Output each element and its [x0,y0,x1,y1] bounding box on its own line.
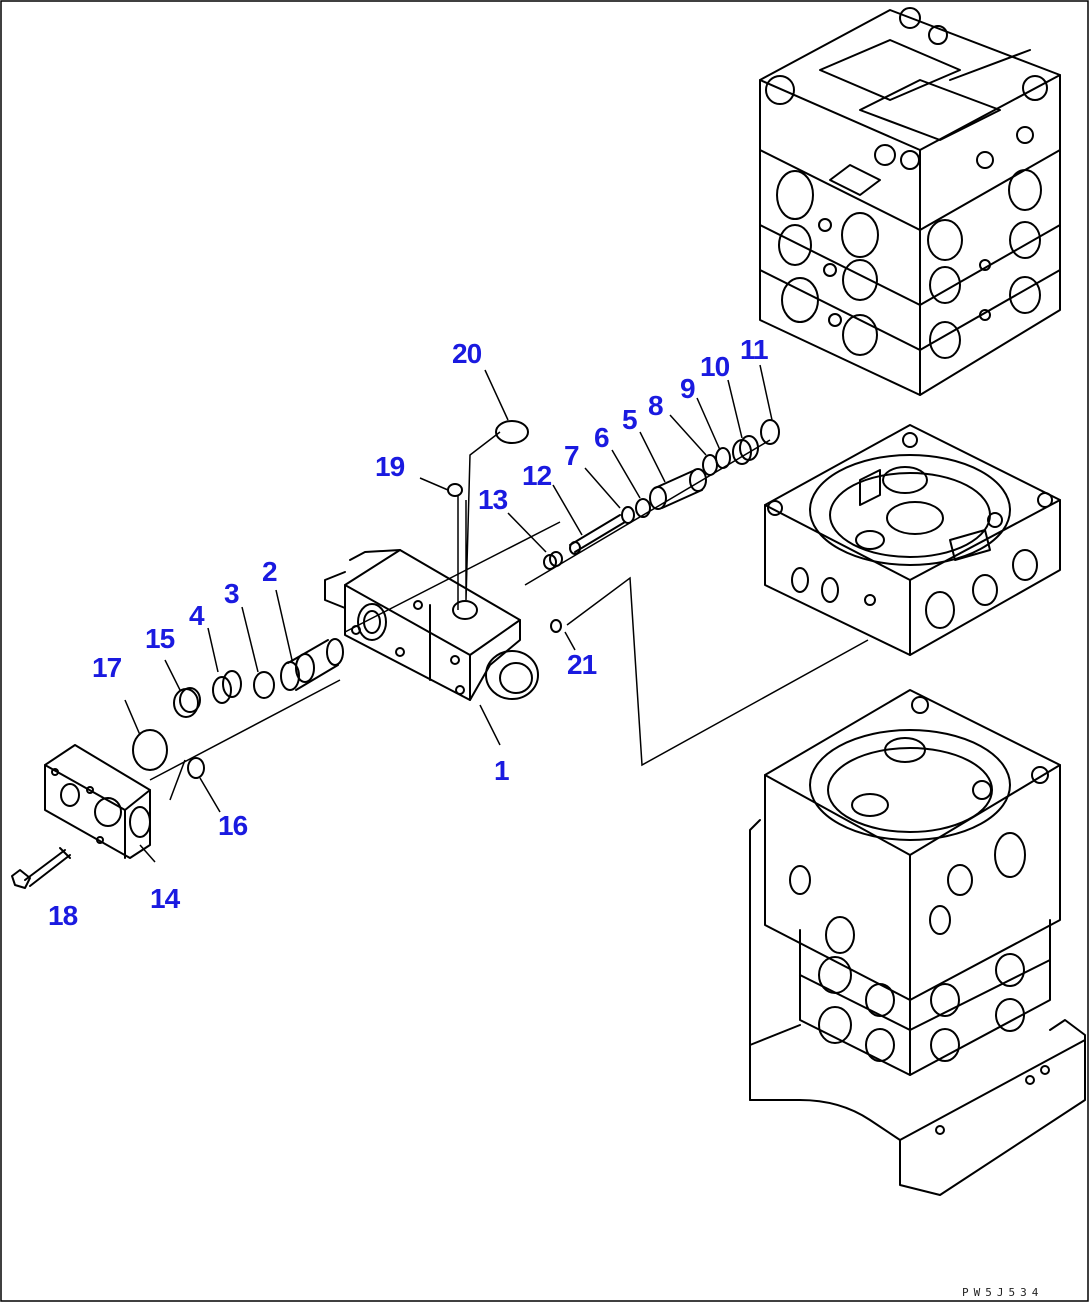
part-label-1: 1 [494,755,510,786]
part-label-15: 15 [145,623,175,654]
part-label-12: 12 [522,460,552,491]
valve-stack-bottom [749,689,1086,1196]
cover-plate [44,744,151,859]
part-label-16: 16 [218,810,248,841]
part-label-9: 9 [680,373,696,404]
assembly-leader-line [566,576,869,767]
part-label-19: 19 [375,451,405,482]
part-label-6: 6 [594,422,610,453]
valve-body [324,549,539,701]
valve-stack-top [759,7,1061,396]
part-label-14: 14 [150,883,180,914]
part-label-13: 13 [478,484,508,515]
leader-lines [124,364,773,863]
part-label-3: 3 [224,578,240,609]
part-label-21: 21 [567,649,597,680]
part-label-20: 20 [452,338,482,369]
part-label-4: 4 [189,600,205,631]
part-label-8: 8 [648,390,664,421]
part-label-17: 17 [92,652,122,683]
part-label-10: 10 [700,351,730,382]
bolt [11,847,71,889]
part-label-11: 11 [740,334,769,365]
part-label-7: 7 [564,440,580,471]
part-label-18: 18 [48,900,78,931]
part-label-5: 5 [622,404,638,435]
drawing-code: PW5J534 [962,1286,1044,1299]
part-label-2: 2 [262,556,278,587]
valve-cover-middle [764,424,1061,656]
